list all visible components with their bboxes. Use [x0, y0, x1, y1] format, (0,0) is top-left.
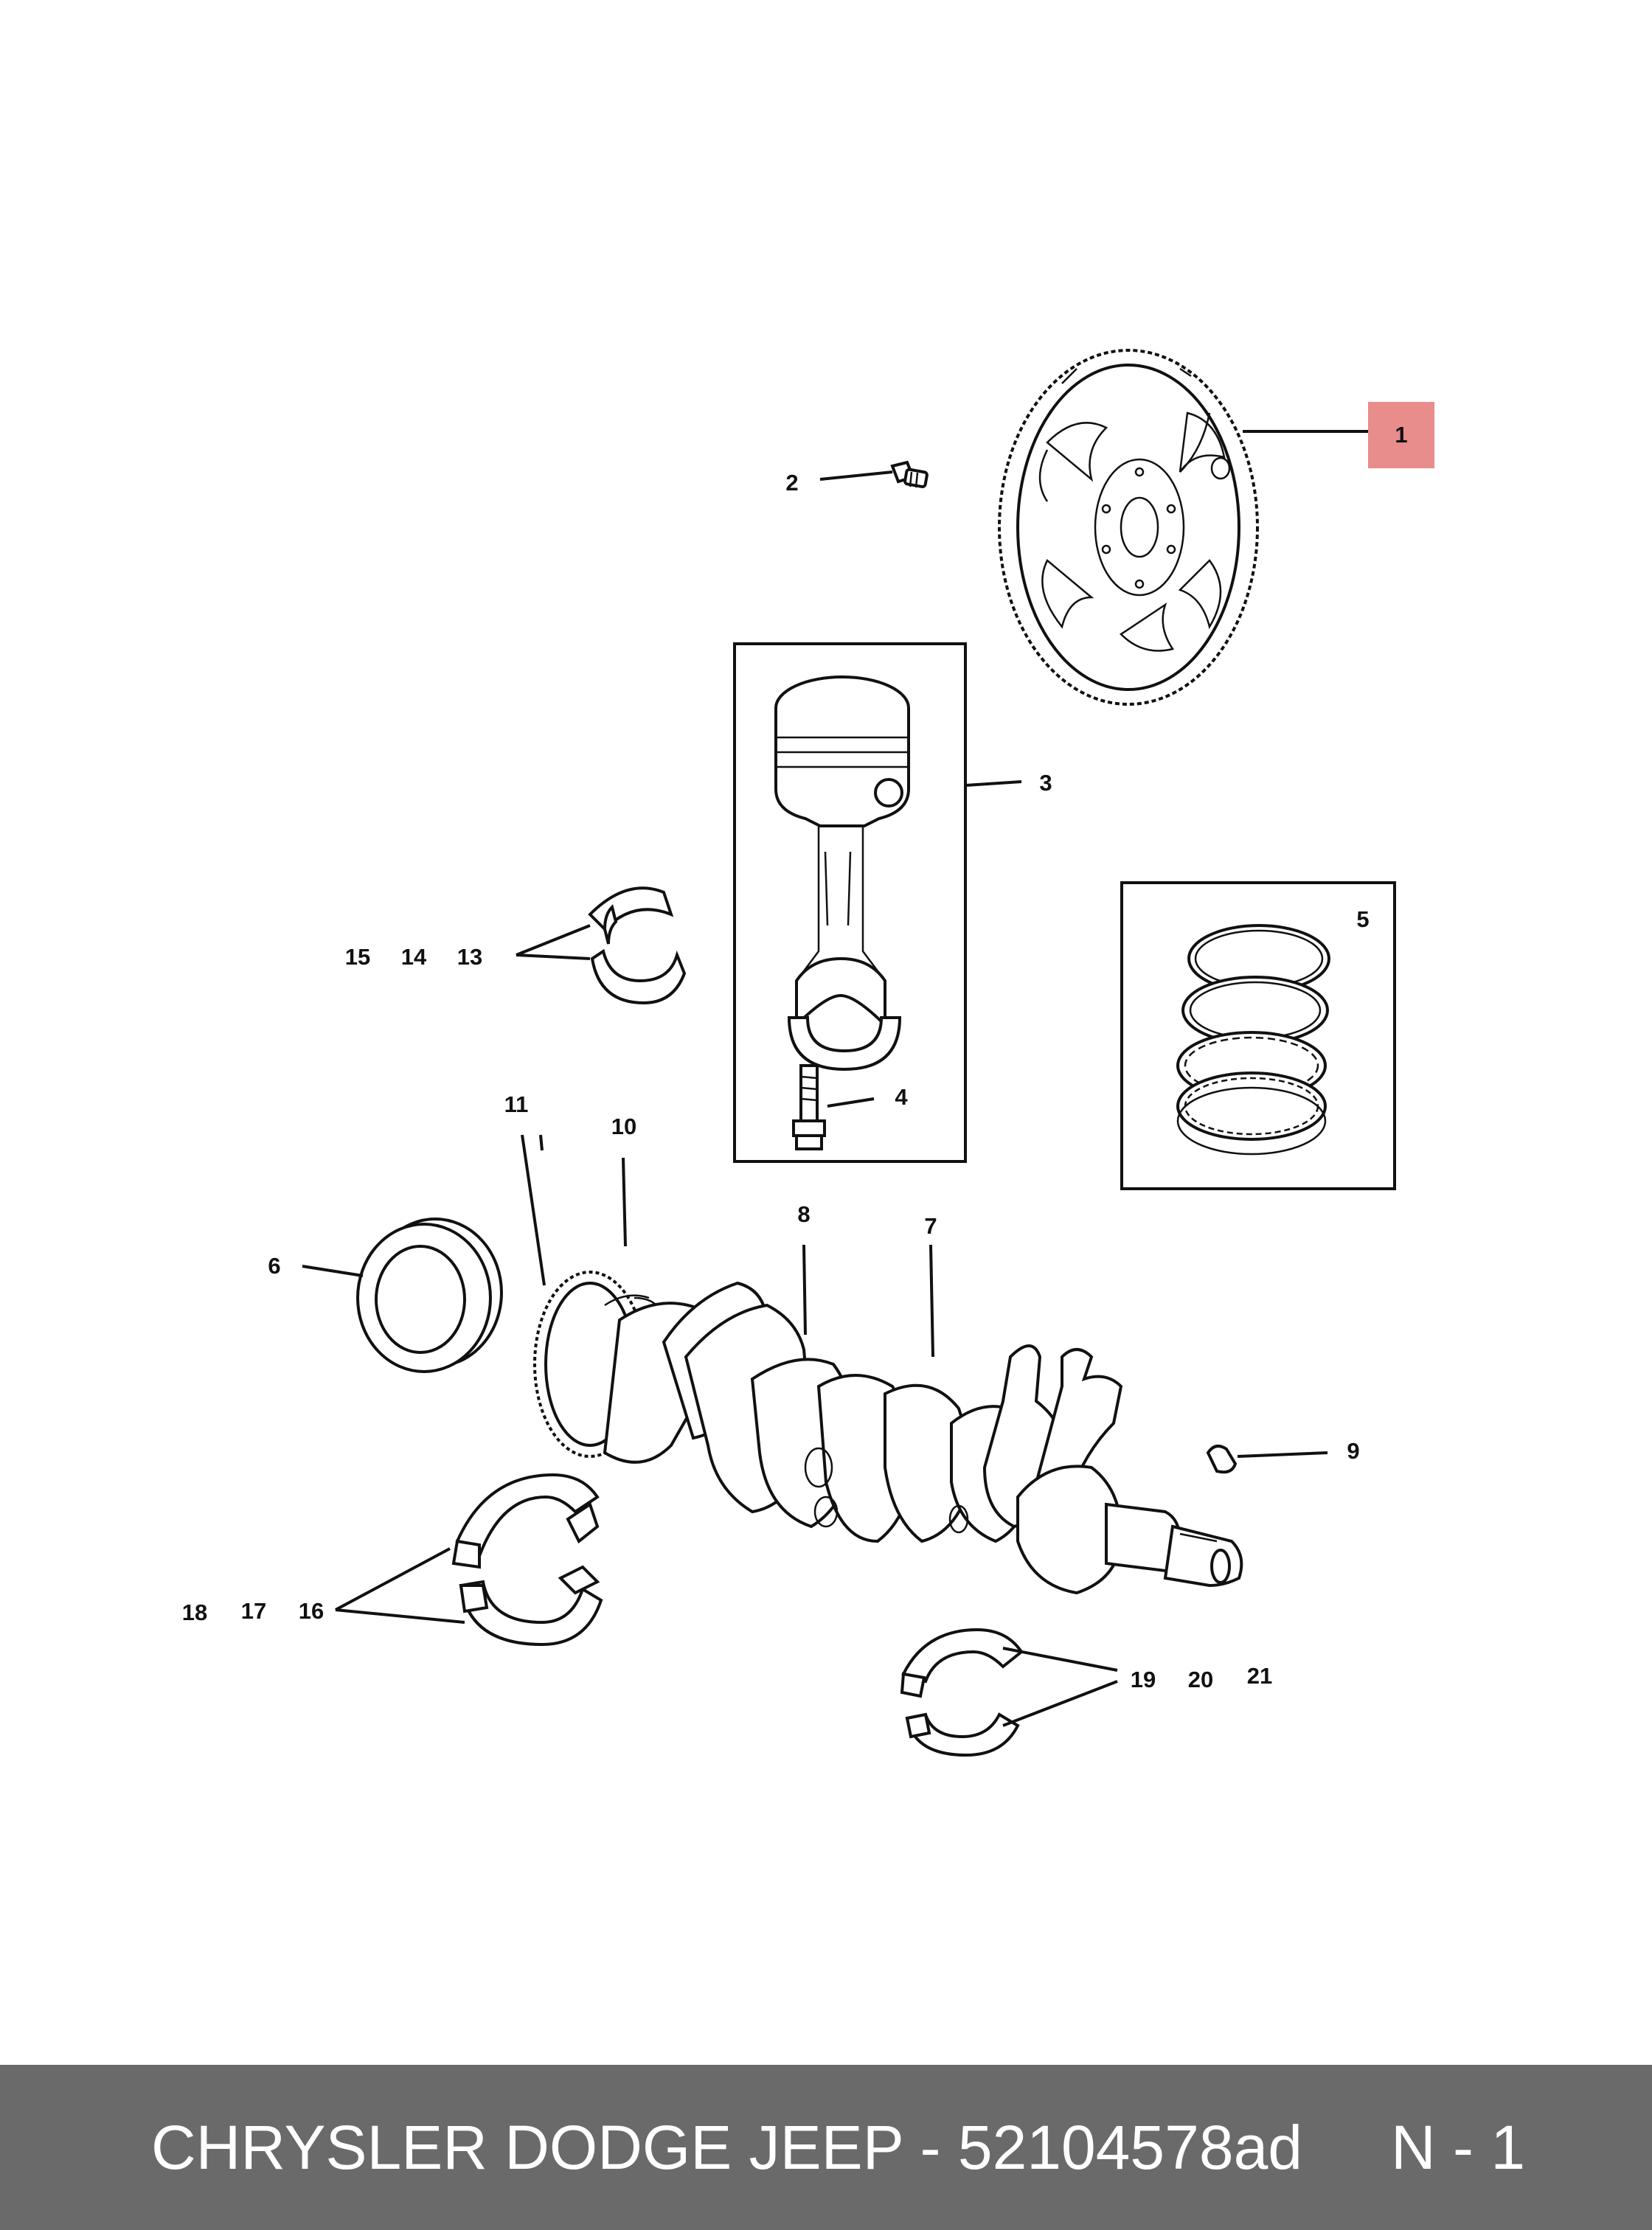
parts-diagram: 1 2 3 4	[182, 349, 1434, 1757]
rear-main-seal-part[interactable]	[356, 1218, 503, 1373]
callout-2: 2	[785, 470, 798, 496]
callout-8: 8	[797, 1201, 810, 1227]
callout-7: 7	[924, 1213, 937, 1239]
callout-13: 13	[457, 944, 482, 970]
callout-1-highlight	[1368, 402, 1434, 468]
footer-bar: CHRYSLER DODGE JEEP - 52104578ad N - 1	[0, 2065, 1652, 2230]
callout-20: 20	[1188, 1667, 1213, 1692]
thrust-bearing-set-part[interactable]	[900, 1628, 1024, 1757]
callout-3: 3	[1039, 770, 1052, 796]
callout-11: 11	[504, 1091, 529, 1117]
callout-14: 14	[401, 944, 427, 970]
callout-9: 9	[1347, 1438, 1359, 1464]
page-indicator: N - 1	[1391, 2112, 1526, 2182]
piston-connecting-rod-part[interactable]	[774, 675, 910, 1071]
rod-bearing-set-part[interactable]	[588, 886, 687, 1005]
flexplate-part[interactable]	[998, 349, 1259, 706]
part-number-title: CHRYSLER DODGE JEEP - 52104578ad	[151, 2112, 1303, 2182]
callout-17: 17	[241, 1598, 266, 1624]
crankshaft-part[interactable]	[533, 1271, 1243, 1595]
rod-bolt-part[interactable]	[792, 1064, 826, 1150]
callout-16: 16	[299, 1598, 324, 1624]
callout-21: 21	[1247, 1663, 1272, 1689]
piston-rings-box	[1120, 881, 1396, 1190]
piston-rod-box	[733, 642, 967, 1163]
crankshaft-key-part[interactable]	[1206, 1445, 1238, 1474]
callout-18: 18	[182, 1599, 207, 1625]
callout-1: 1	[1395, 422, 1407, 448]
callout-15: 15	[345, 944, 370, 970]
main-bearing-set-part[interactable]	[451, 1473, 603, 1647]
callout-19: 19	[1131, 1667, 1156, 1692]
callout-4: 4	[895, 1084, 908, 1110]
callout-5: 5	[1356, 906, 1369, 932]
callout-6: 6	[268, 1253, 280, 1279]
flexplate-bolt-part[interactable]	[890, 460, 929, 488]
callout-10: 10	[611, 1114, 636, 1139]
piston-ring-set-part[interactable]	[1176, 924, 1330, 1156]
